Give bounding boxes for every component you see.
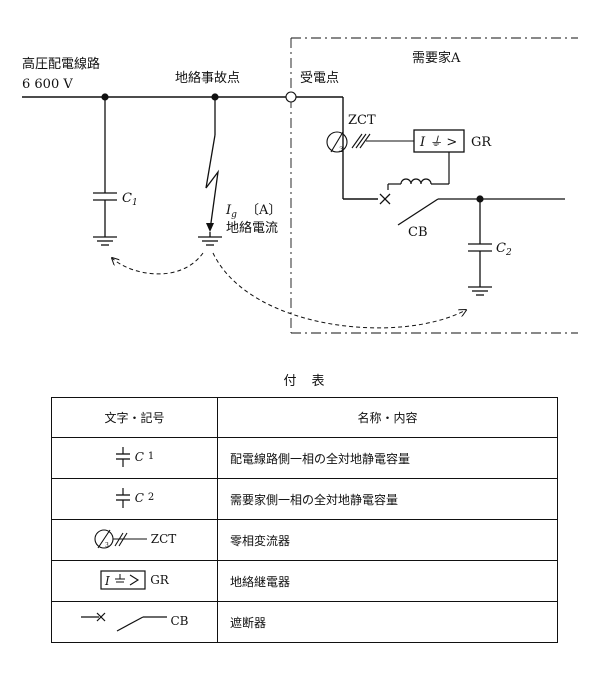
table-row: CB 遮断器 — [51, 601, 558, 643]
trip-coil — [387, 152, 450, 190]
capacitor-icon — [115, 446, 130, 467]
table-row: 3 ZCT 零相変流器 — [51, 519, 558, 561]
svg-text:I: I — [104, 574, 110, 588]
table-row: I GR 地絡継電器 — [51, 560, 558, 602]
header-symbol: 文字・記号 — [51, 397, 218, 438]
symbol-cell-gr: I GR — [51, 560, 218, 602]
line-label: 高圧配電線路 — [22, 56, 100, 72]
ground-icon-fault — [198, 236, 222, 246]
gr-box — [413, 129, 465, 153]
receiving-point-marker — [285, 91, 297, 103]
capacitor-c1 — [93, 97, 117, 237]
name-cell: 零相変流器 — [217, 519, 558, 561]
ground-icon-c2 — [468, 286, 492, 296]
symbol-subscript: 1 — [147, 451, 155, 462]
c1-label: C1 — [122, 191, 138, 208]
customer-label: 需要家A — [412, 50, 461, 66]
dashed-path-to-c2 — [212, 252, 466, 329]
voltage-label: 6 600 V — [22, 77, 73, 92]
symbol-text: C — [134, 449, 144, 464]
zct-icon: 3 — [94, 528, 147, 549]
name-cell: 配電線路側一相の全対地静電容量 — [217, 437, 558, 479]
ig-label: Ig — [225, 203, 237, 220]
receiving-point-label: 受電点 — [300, 71, 339, 86]
svg-text:3: 3 — [105, 542, 109, 549]
capacitor-icon — [115, 487, 130, 508]
name-cell: 需要家側一相の全対地静電容量 — [217, 478, 558, 520]
gr-box-text: I ⏚ > — [419, 135, 457, 150]
fault-lightning — [205, 97, 219, 231]
gr-label: GR — [471, 135, 492, 150]
symbol-text: ZCT — [150, 531, 177, 546]
ground-icon-c1 — [93, 236, 117, 246]
fault-point-label: 地絡事故点 — [175, 70, 240, 86]
ground-relay-icon: I — [100, 569, 146, 590]
symbol-subscript: 2 — [147, 492, 155, 503]
table-caption: 付 表 — [283, 374, 326, 389]
header-name: 名称・内容 — [217, 397, 558, 438]
customer-boundary — [290, 37, 578, 334]
cb-label: CB — [408, 225, 428, 240]
circuit-diagram: C1 Ig 〔A〕 地絡電流 高圧配電線路 6 600 V 地絡事故点 受電点 … — [22, 37, 578, 334]
name-cell: 遮断器 — [217, 601, 558, 643]
ig-unit: 〔A〕 — [246, 203, 281, 218]
dashed-path-to-c1 — [112, 252, 204, 275]
c2-label: C2 — [496, 241, 512, 258]
breaker-icon — [80, 612, 167, 632]
symbol-cell-zct: 3 ZCT — [51, 519, 218, 561]
zct-label: ZCT — [348, 113, 376, 128]
fault-current-arrow — [206, 223, 214, 232]
fault-current-label: 地絡電流 — [226, 220, 278, 236]
capacitor-c2 — [468, 199, 492, 287]
symbol-text: C — [134, 490, 144, 505]
circuit-breaker — [379, 193, 565, 226]
symbol-text: GR — [150, 572, 169, 587]
symbol-text: CB — [170, 613, 189, 628]
zct-small-label: 3 — [339, 146, 343, 154]
symbol-cell-cb: CB — [51, 601, 218, 643]
name-cell: 地絡継電器 — [217, 560, 558, 602]
zct-symbol — [326, 131, 414, 153]
table-header-row: 文字・記号 名称・内容 — [51, 397, 558, 438]
